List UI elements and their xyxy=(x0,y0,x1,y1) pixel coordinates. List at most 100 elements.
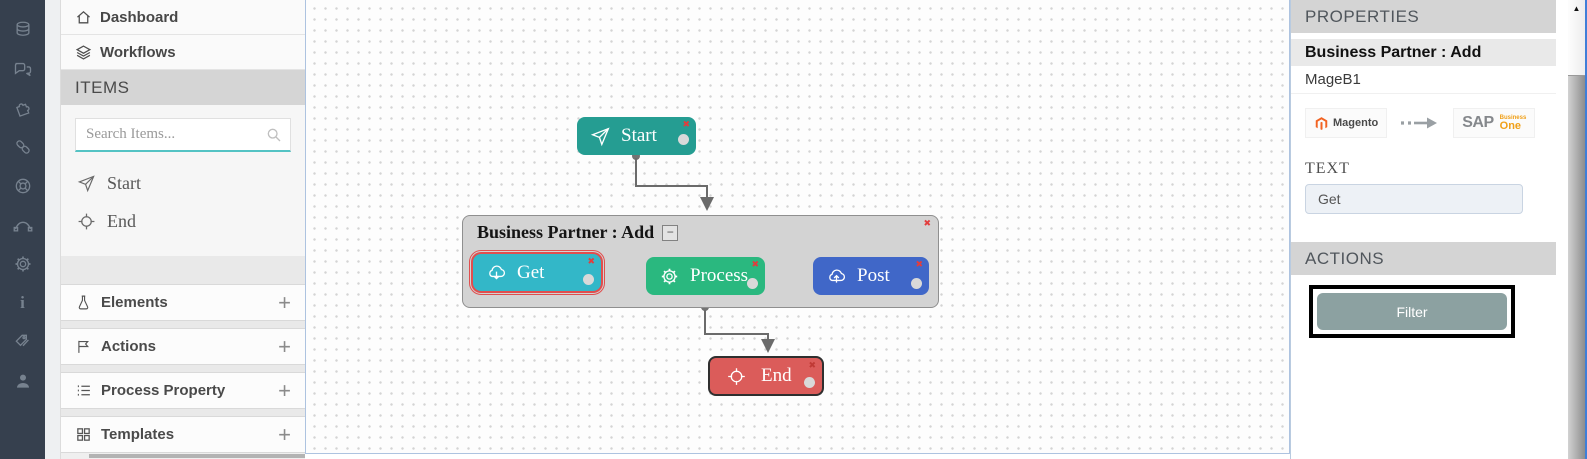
grid-icon xyxy=(77,428,90,441)
palette-item-end[interactable]: End xyxy=(61,202,305,240)
vertical-scrollbar-track[interactable]: ▲ xyxy=(1568,0,1585,459)
node-label: Process xyxy=(690,265,749,286)
sidebar-item-dashboard[interactable]: Dashboard xyxy=(61,0,305,35)
link-icon[interactable] xyxy=(0,127,45,166)
group-title: Business Partner : Add − xyxy=(477,222,679,243)
item-palette: Start End xyxy=(61,160,305,256)
section-templates[interactable]: Templates + xyxy=(61,416,305,453)
expand-icon[interactable]: + xyxy=(278,421,291,447)
section-label: Elements xyxy=(101,294,168,311)
connector-port[interactable] xyxy=(678,134,689,145)
delete-node-icon[interactable]: ✖ xyxy=(808,360,816,370)
connector-port[interactable] xyxy=(911,278,922,289)
window-edge xyxy=(1585,0,1587,459)
tags-icon[interactable] xyxy=(0,322,45,361)
magento-logo: Magento xyxy=(1305,108,1388,138)
layers-icon xyxy=(75,44,92,60)
left-icon-rail: i xyxy=(0,0,45,459)
delete-node-icon[interactable]: ✖ xyxy=(682,119,690,129)
expand-icon[interactable]: + xyxy=(278,289,291,315)
items-sidebar: Dashboard Workflows ITEMS Start xyxy=(45,0,305,459)
palette-item-label: Start xyxy=(107,172,141,193)
section-actions[interactable]: Actions + xyxy=(61,328,305,365)
integration-direction: Magento SAP Business One xyxy=(1291,100,1556,146)
sap-business-one-logo: SAP Business One xyxy=(1453,108,1536,138)
connector-port[interactable] xyxy=(804,377,815,388)
gear-icon xyxy=(661,268,678,284)
expand-icon[interactable]: + xyxy=(278,377,291,403)
actions-header: ACTIONS xyxy=(1291,242,1556,275)
node-end[interactable]: End ✖ xyxy=(708,356,824,396)
puzzle-icon[interactable] xyxy=(0,88,45,127)
properties-header: PROPERTIES xyxy=(1291,0,1556,33)
accordion-sections: Elements + Actions + Process Property + … xyxy=(61,256,305,453)
magento-mark-icon xyxy=(1315,116,1328,130)
search-icon[interactable] xyxy=(266,127,282,143)
bezier-curve-icon[interactable] xyxy=(0,205,45,244)
filter-button[interactable]: Filter xyxy=(1317,293,1507,330)
palette-item-label: End xyxy=(107,210,136,231)
search-area xyxy=(61,105,305,160)
sidebar-item-label: Dashboard xyxy=(100,8,179,26)
flag-icon xyxy=(78,340,89,353)
sidebar-horizontal-scrollbar[interactable] xyxy=(89,454,305,458)
database-icon[interactable] xyxy=(0,10,45,49)
comments-icon[interactable] xyxy=(0,49,45,88)
text-field-label: TEXT xyxy=(1305,160,1350,177)
sap-label: SAP xyxy=(1462,114,1494,131)
scroll-up-icon[interactable]: ▲ xyxy=(1572,3,1581,13)
node-process[interactable]: Process ✖ xyxy=(646,257,765,295)
node-start[interactable]: Start ✖ xyxy=(577,117,696,155)
crosshair-icon xyxy=(728,367,745,385)
connector-port[interactable] xyxy=(583,274,594,285)
node-get[interactable]: Get ✖ xyxy=(473,254,601,291)
node-label: Post xyxy=(857,265,890,286)
connector-port[interactable] xyxy=(747,278,758,289)
sidebar-item-workflows[interactable]: Workflows xyxy=(61,35,305,70)
group-title-text: Business Partner : Add xyxy=(477,222,655,242)
home-icon xyxy=(77,10,90,23)
expand-icon[interactable]: + xyxy=(278,333,291,359)
vertical-scrollbar-thumb[interactable] xyxy=(1568,75,1585,459)
section-process-property[interactable]: Process Property + xyxy=(61,372,305,409)
info-icon[interactable]: i xyxy=(20,292,25,312)
crosshair-icon xyxy=(78,213,95,229)
cloud-download-icon xyxy=(489,265,506,280)
gear-icon[interactable] xyxy=(0,244,45,283)
palette-item-start[interactable]: Start xyxy=(61,164,305,202)
node-post[interactable]: Post ✖ xyxy=(813,257,929,295)
search-input[interactable] xyxy=(76,119,290,150)
filter-button-highlight: Filter xyxy=(1309,285,1515,338)
delete-group-icon[interactable]: ✖ xyxy=(923,218,931,228)
connection-name: MageB1 xyxy=(1291,66,1556,94)
cloud-upload-icon xyxy=(829,269,846,283)
collapse-group-button[interactable]: − xyxy=(662,224,679,241)
sap-sub-label: Business One xyxy=(1499,114,1527,132)
delete-node-icon[interactable]: ✖ xyxy=(587,256,595,266)
items-panel: Dashboard Workflows ITEMS Start xyxy=(60,0,305,459)
properties-panel: PROPERTIES Business Partner : Add MageB1… xyxy=(1290,0,1556,459)
items-section-header: ITEMS xyxy=(61,70,305,105)
delete-node-icon[interactable]: ✖ xyxy=(751,259,759,269)
text-field-input[interactable] xyxy=(1305,184,1523,214)
selected-node-title: Business Partner : Add xyxy=(1291,39,1556,66)
delete-node-icon[interactable]: ✖ xyxy=(915,259,923,269)
paper-plane-icon xyxy=(590,126,610,146)
flask-icon xyxy=(78,295,89,310)
section-label: Actions xyxy=(101,338,157,355)
list-icon xyxy=(77,385,90,396)
node-label: Start xyxy=(621,125,657,146)
selection-highlight: Get ✖ xyxy=(469,250,605,295)
section-label: Templates xyxy=(101,426,175,443)
workflow-canvas[interactable]: Business Partner : Add − ✖ Start ✖ Get ✖… xyxy=(305,0,1290,454)
sidebar-item-label: Workflows xyxy=(100,43,176,61)
paper-plane-icon xyxy=(77,174,95,192)
wheel-icon[interactable] xyxy=(0,166,45,205)
magento-label: Magento xyxy=(1333,117,1379,129)
vertical-scrollbar-area: ▲ xyxy=(1556,0,1585,459)
section-elements[interactable]: Elements + xyxy=(61,284,305,321)
user-icon[interactable] xyxy=(0,361,45,400)
section-label: Process Property xyxy=(101,382,226,399)
node-label: End xyxy=(761,365,792,386)
